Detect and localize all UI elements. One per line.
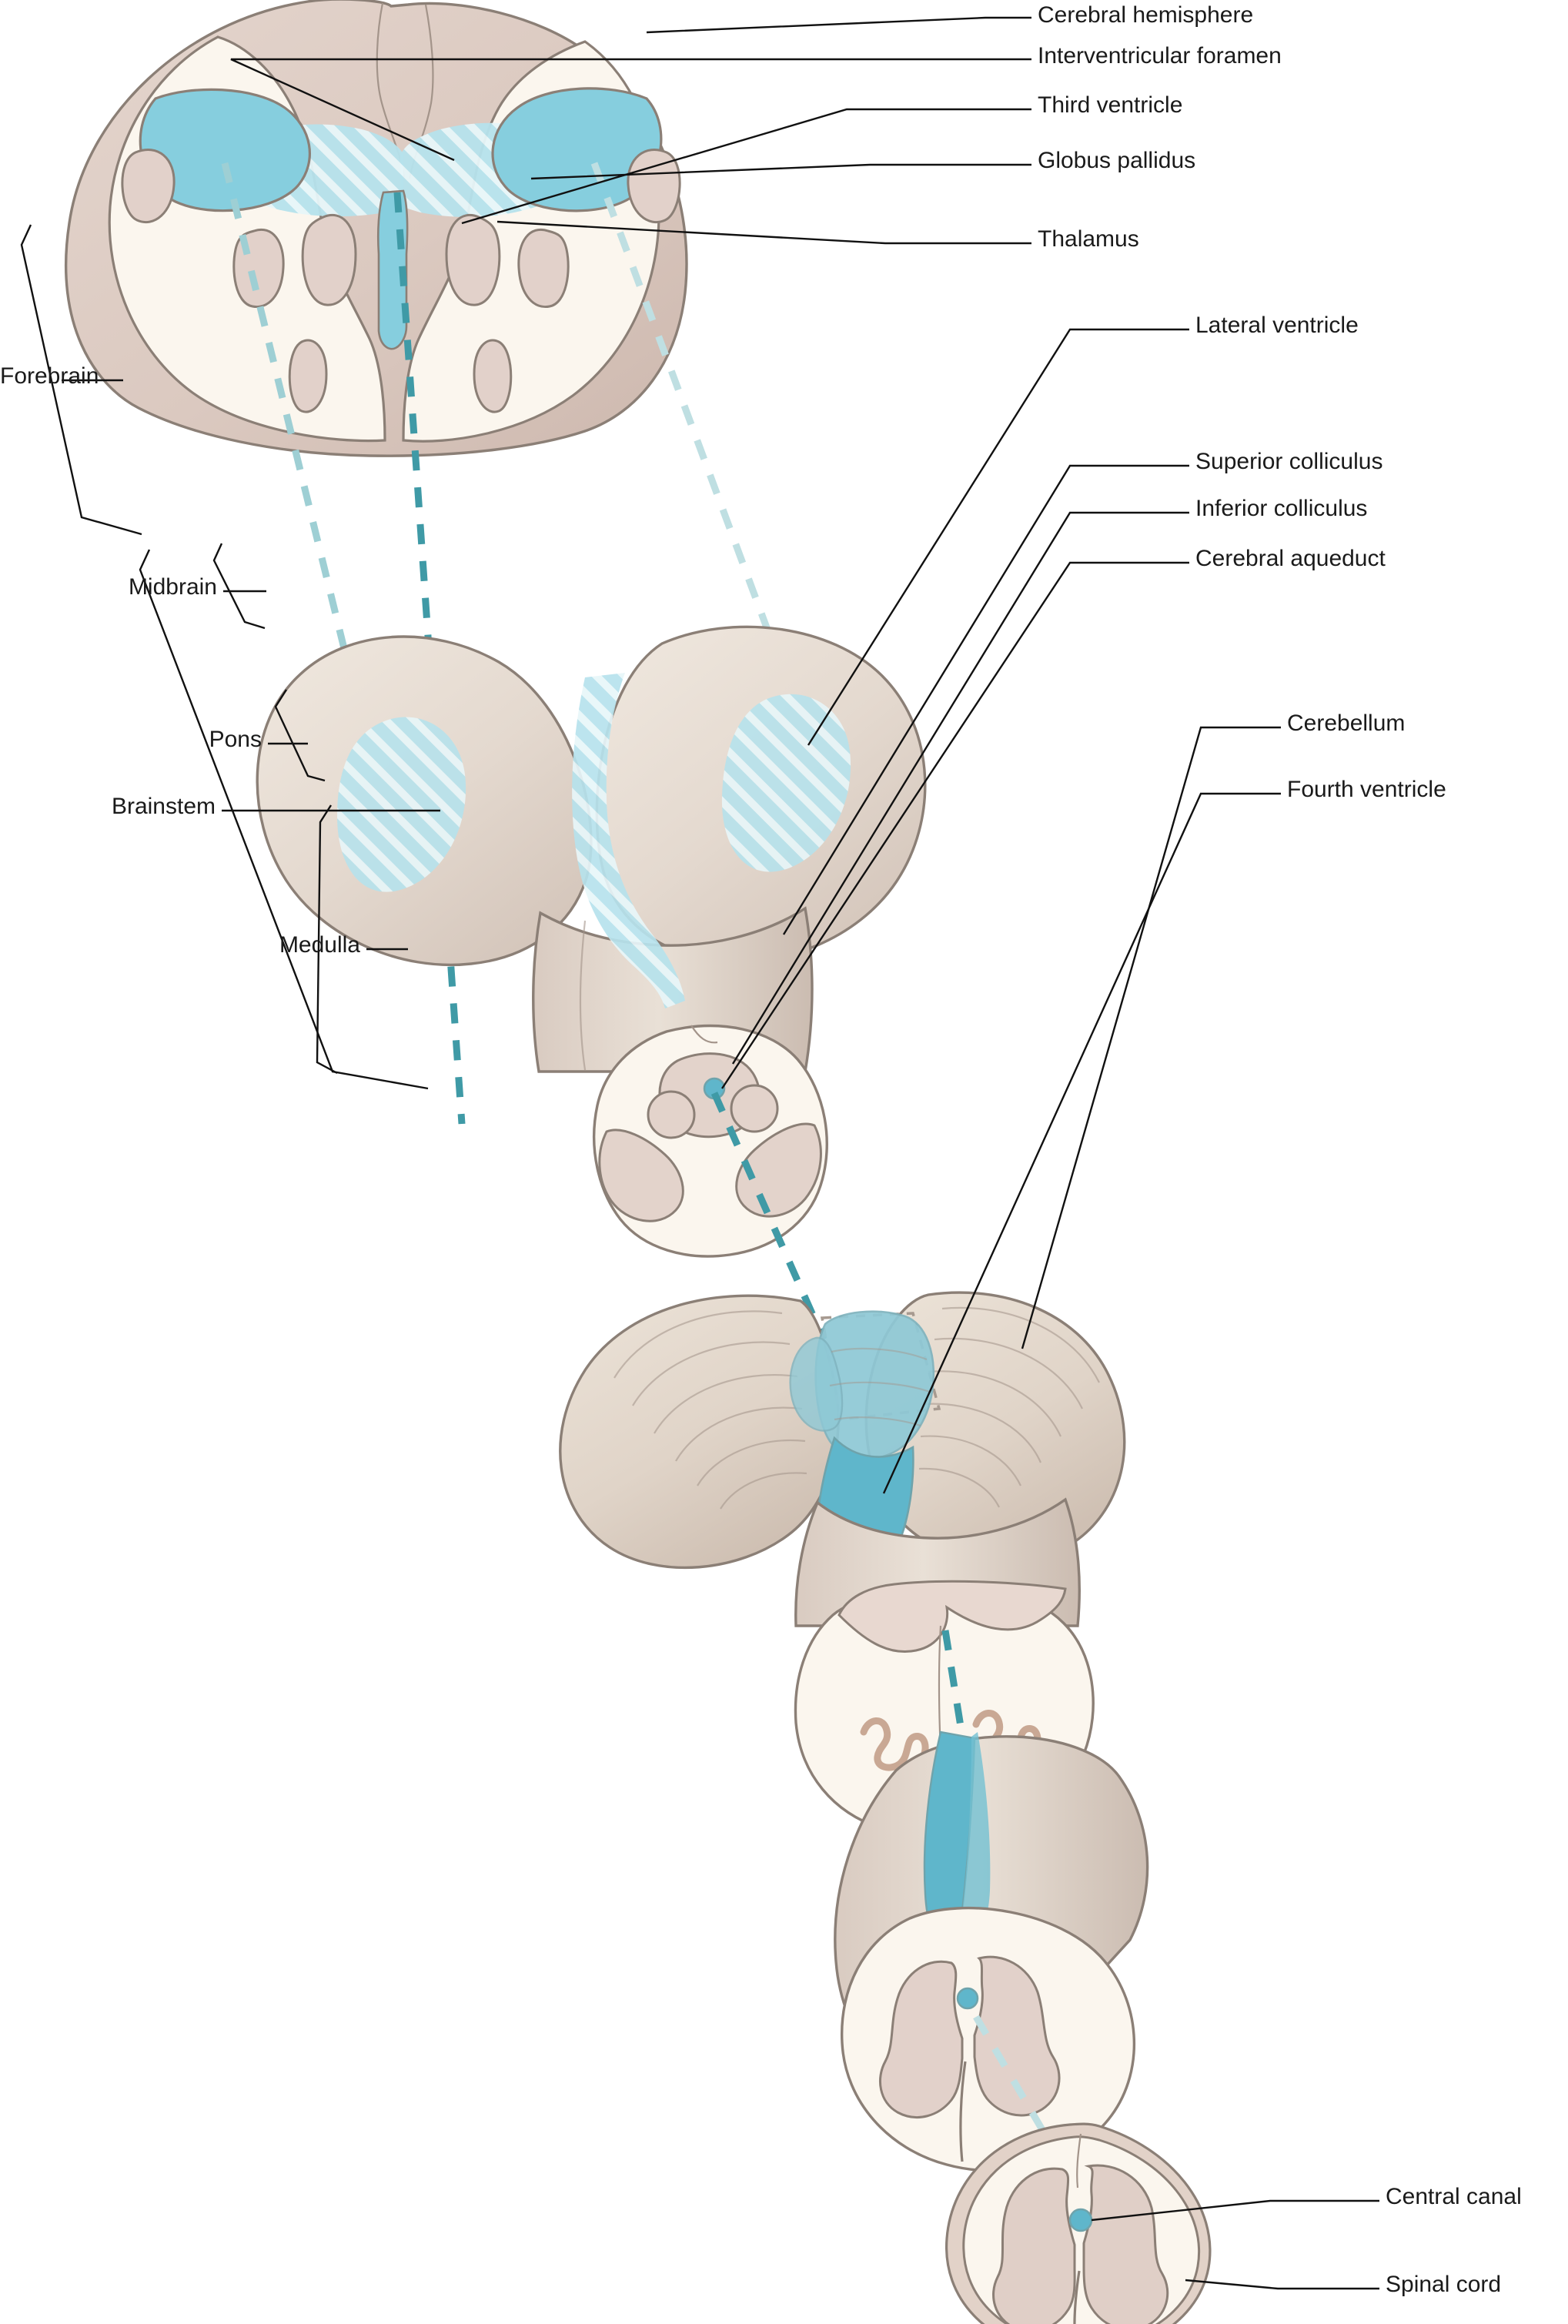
label-third-ventricle: Third ventricle	[1038, 92, 1183, 118]
medulla-gray-band	[837, 1580, 1067, 1653]
projection-lateral-right	[590, 162, 809, 733]
globus-pallidus-left	[301, 214, 357, 306]
fourth-ventricle-remnant-shade	[962, 1732, 991, 1940]
label-cerebellum: Cerebellum	[1287, 711, 1406, 736]
section-midbrain	[256, 625, 927, 1258]
cerebellar-hemisphere-left	[559, 1294, 840, 1570]
lateral-ventricle-hatch-left	[337, 717, 466, 892]
lateral-ventricle-hatch-right	[721, 694, 851, 872]
cerebral-peduncle-left	[598, 1129, 684, 1222]
leader-spinal-cord	[1185, 2279, 1379, 2290]
thalamus-right	[517, 228, 570, 309]
bracket-medulla	[316, 804, 338, 1075]
spinal-gray-left	[992, 2167, 1076, 2324]
label-globus-pallidus: Globus pallidus	[1038, 148, 1196, 173]
section-coronal-forebrain	[64, 0, 688, 457]
bracket-forebrain	[20, 224, 142, 536]
leader-globus-pallidus	[530, 163, 1031, 180]
label-cerebral-hemisphere: Cerebral hemisphere	[1038, 2, 1254, 28]
inferior-nucleus-left	[288, 339, 328, 413]
basal-nucleus-left-outer	[121, 149, 176, 224]
central-canal-medulla	[956, 1987, 979, 2010]
spinal-gray-right	[1082, 2164, 1169, 2324]
central-canal-spinal	[1068, 2208, 1093, 2232]
red-nucleus-right	[730, 1084, 779, 1133]
label-fourth-ventricle: Fourth ventricle	[1287, 777, 1446, 802]
leader-inferior-colliculus	[731, 511, 1189, 1065]
bracket-midbrain	[212, 543, 266, 630]
leader-interventricular-foramen	[230, 58, 1031, 162]
label-pons: Pons	[209, 727, 262, 752]
bracket-pons	[274, 689, 326, 782]
label-lateral-ventricle: Lateral ventricle	[1195, 313, 1359, 338]
label-medulla: Medulla	[279, 932, 360, 958]
basal-nucleus-right-outer	[627, 149, 681, 224]
section-spinal-cord	[945, 2122, 1212, 2324]
projection-lines-2	[710, 1092, 827, 1341]
midline-csf-band	[572, 673, 685, 1008]
leader-lines-right	[230, 16, 1379, 2290]
leader-cerebral-hemisphere	[646, 16, 1031, 34]
label-spinal-cord: Spinal cord	[1386, 2272, 1502, 2297]
globus-pallidus-right	[445, 214, 501, 306]
bracket-brainstem	[139, 549, 429, 1090]
cerebellar-folia-left	[613, 1310, 807, 1510]
label-central-canal: Central canal	[1386, 2184, 1522, 2209]
leader-thalamus	[496, 220, 1031, 245]
section-medulla	[834, 1730, 1149, 2172]
projection-lines-3	[941, 1630, 1021, 1920]
leader-central-canal	[1091, 2199, 1379, 2222]
label-midbrain: Midbrain	[128, 574, 217, 600]
label-superior-colliculus: Superior colliculus	[1195, 449, 1383, 474]
label-interventricular-foramen: Interventricular foramen	[1038, 43, 1282, 69]
label-forebrain: Forebrain	[0, 363, 99, 389]
cerebral-peduncle-right	[735, 1122, 822, 1218]
leader-fourth-ventricle	[882, 792, 1281, 1494]
fourth-ventricle-lateral-recess-left	[789, 1336, 844, 1432]
cerebellar-folia-right	[918, 1306, 1100, 1508]
leader-lateral-ventricle	[807, 328, 1189, 746]
label-thalamus: Thalamus	[1038, 226, 1139, 252]
leader-third-ventricle	[461, 108, 1031, 225]
projection-4th-to-medulla	[941, 1630, 975, 1794]
inferior-nucleus-right	[473, 339, 513, 413]
label-cerebral-aqueduct: Cerebral aqueduct	[1195, 546, 1386, 571]
medulla-gray-left	[879, 1960, 964, 2118]
leader-superior-colliculus	[782, 464, 1189, 935]
brackets-left	[20, 224, 440, 1090]
red-nucleus-left	[647, 1090, 696, 1139]
projection-aqueduct-to-fourth	[710, 1092, 827, 1341]
leader-cerebral-aqueduct	[720, 561, 1189, 1089]
label-inferior-colliculus: Inferior colliculus	[1195, 496, 1368, 521]
projection-midline	[393, 192, 466, 1125]
label-brainstem: Brainstem	[111, 794, 216, 819]
leader-cerebellum	[1021, 726, 1281, 1349]
